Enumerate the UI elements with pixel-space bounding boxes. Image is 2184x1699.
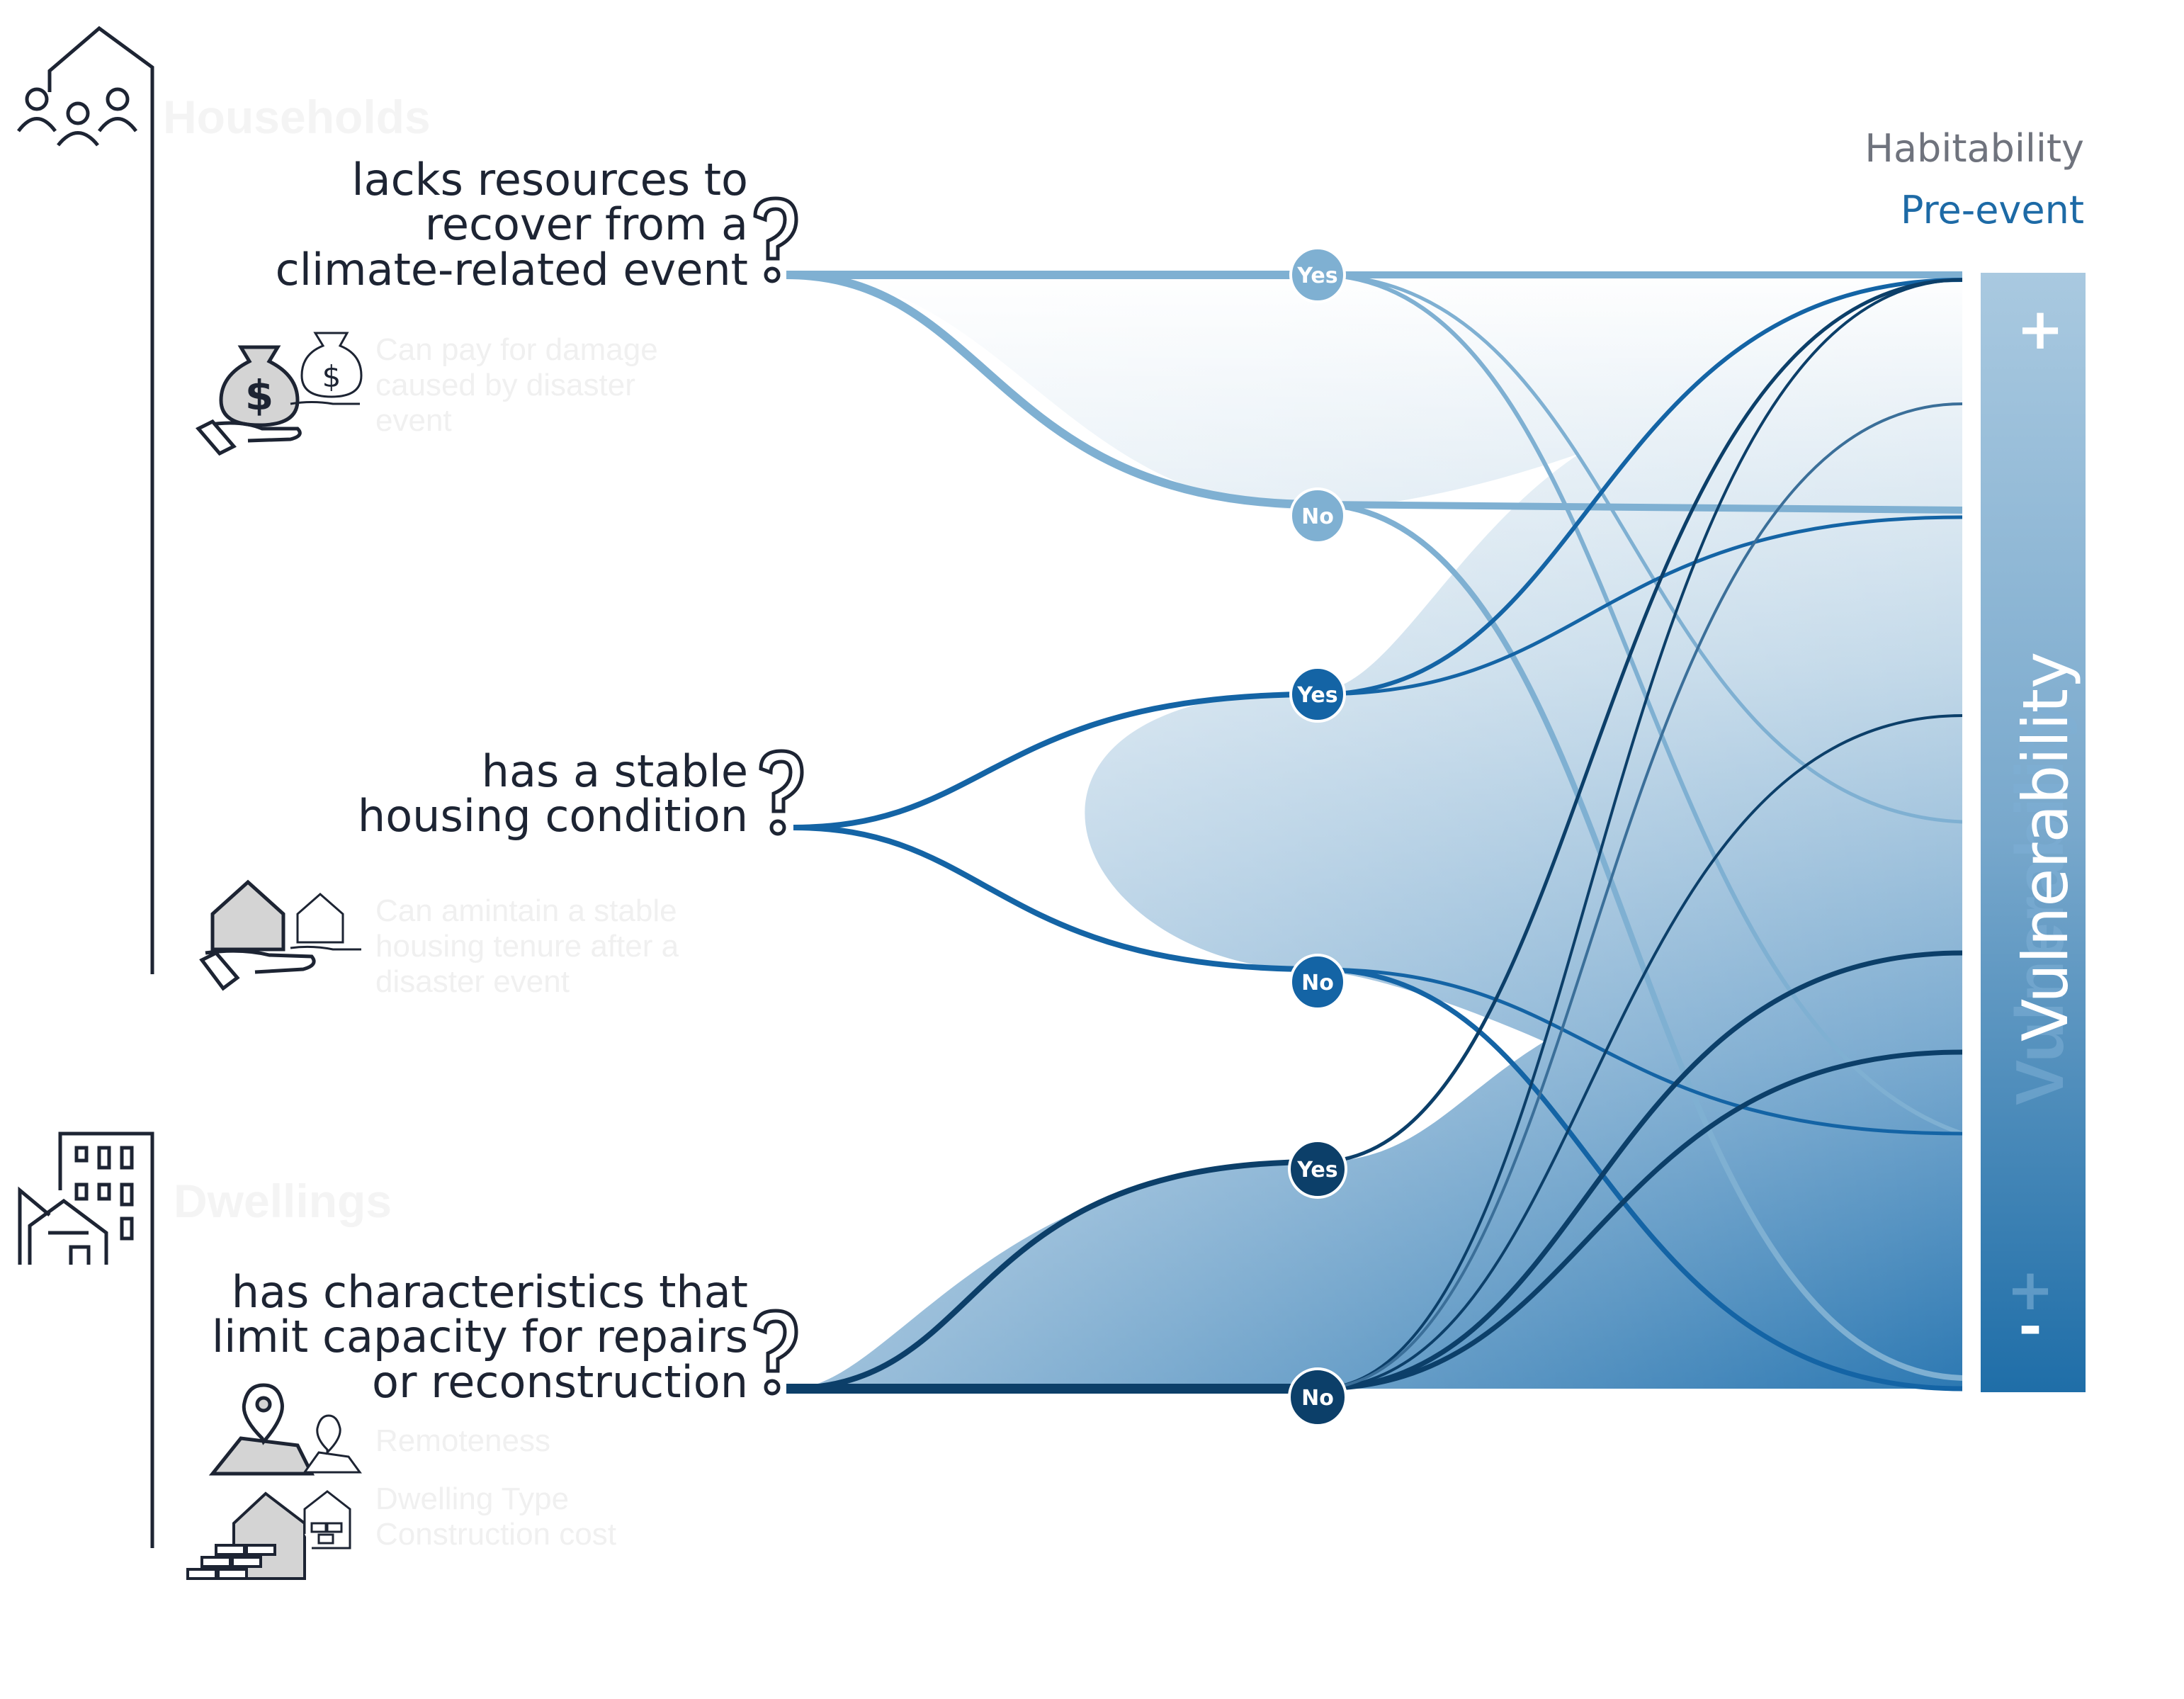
svg-text:Remoteness: Remoteness	[375, 1423, 550, 1458]
vulnerability-bar: Vulnerability Vulnerability + + -	[1962, 273, 2086, 1392]
note-n2: Can amintain a stable housing tenure aft…	[375, 893, 679, 999]
svg-text:caused by disaster: caused by disaster	[375, 368, 635, 402]
house-hand-icon	[199, 879, 361, 991]
question-mark-icon	[753, 1309, 798, 1396]
svg-text:Yes: Yes	[1296, 683, 1337, 708]
svg-text:has a stable: has a stable	[482, 745, 748, 797]
legend-habitability: Habitability	[1865, 126, 2084, 171]
house-people-icon	[16, 26, 154, 974]
question-mark-icon	[753, 196, 798, 283]
node-q1-no: No	[1289, 487, 1346, 544]
house-bricks-icon	[186, 1490, 351, 1580]
branch-q3-yes	[786, 1159, 1318, 1392]
question-q1: lacks resources to recover from a climat…	[276, 154, 748, 295]
vulnerability-ghost-label: Vulnerability	[2002, 699, 2078, 1105]
node-q1-yes: Yes	[1289, 247, 1346, 303]
question-mark-icon	[759, 749, 804, 836]
svg-text:climate-related event: climate-related event	[276, 244, 748, 295]
node-q3-yes: Yes	[1288, 1139, 1347, 1199]
vulnerability-plus: +	[2016, 296, 2064, 362]
svg-text:No: No	[1301, 971, 1334, 995]
svg-text:No: No	[1301, 1386, 1334, 1411]
buildings-icon	[18, 1131, 154, 1548]
svg-text:housing tenure after a: housing tenure after a	[375, 929, 679, 964]
node-q2-yes: Yes	[1289, 666, 1346, 723]
svg-text:limit capacity for repairs: limit capacity for repairs	[212, 1311, 748, 1362]
svg-text:No: No	[1301, 504, 1334, 529]
svg-text:recover from a: recover from a	[425, 198, 748, 250]
map-pin-icon	[208, 1383, 362, 1476]
svg-text:lacks resources to: lacks resources to	[351, 154, 748, 205]
svg-text:Dwelling Type: Dwelling Type	[375, 1481, 569, 1516]
svg-text:disaster event: disaster event	[375, 964, 570, 999]
vulnerability-minus: -	[2018, 1294, 2042, 1360]
svg-text:has characteristics that: has characteristics that	[232, 1266, 748, 1318]
question-q2: has a stable housing condition	[358, 745, 748, 842]
note-n3: Remoteness	[375, 1423, 550, 1458]
svg-text:Construction cost: Construction cost	[375, 1517, 616, 1552]
node-q3-no: No	[1288, 1367, 1347, 1427]
question-q3: has characteristics that limit capacity …	[212, 1266, 748, 1408]
svg-text:Yes: Yes	[1296, 264, 1337, 288]
money-bag-hand-icon: $ $	[196, 332, 363, 456]
node-q2-no: No	[1289, 954, 1346, 1010]
connectors-tier3	[1317, 278, 1963, 1392]
branch-q1-no	[786, 271, 1318, 509]
flow-area-fade	[779, 269, 1969, 1396]
connectors-tier1	[1317, 271, 1963, 1381]
svg-text:Can pay for damage: Can pay for damage	[375, 332, 658, 367]
vulnerability-plus-ghost: +	[2006, 1257, 2054, 1323]
svg-text:$: $	[322, 359, 341, 394]
vulnerability-label: Vulnerability	[2009, 652, 2082, 1042]
svg-text:housing condition: housing condition	[358, 790, 748, 842]
svg-text:event: event	[375, 403, 452, 438]
branch-q2-yes	[793, 692, 1318, 830]
note-n1: Can pay for damage caused by disaster ev…	[375, 332, 658, 438]
svg-text:or reconstruction: or reconstruction	[372, 1356, 748, 1408]
legend-pre-event: Pre-event	[1901, 188, 2084, 232]
svg-text:$: $	[245, 371, 273, 419]
svg-text:Yes: Yes	[1296, 1158, 1337, 1182]
svg-text:Can amintain a stable: Can amintain a stable	[375, 893, 677, 928]
dwellings-ghost-label: Dwellings	[174, 1175, 392, 1227]
note-n4: Dwelling Type Construction cost	[375, 1481, 616, 1552]
branch-q2-no	[793, 825, 1318, 972]
households-ghost-label: Households	[163, 91, 431, 143]
